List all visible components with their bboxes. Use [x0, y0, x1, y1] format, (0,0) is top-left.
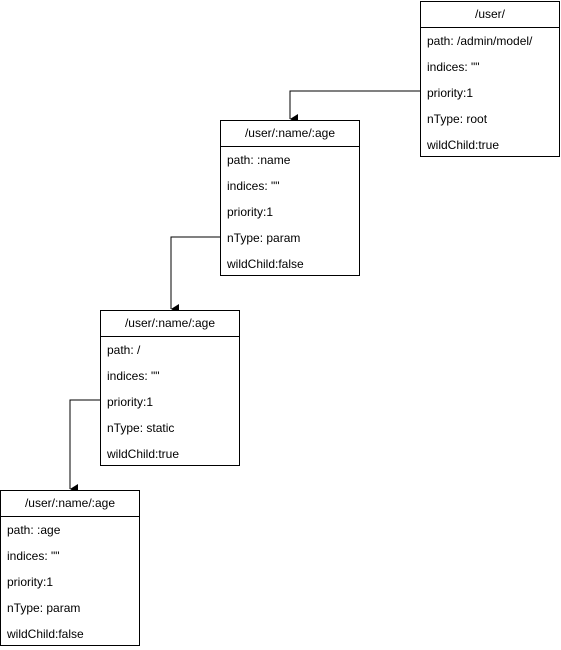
field-path: path: / [107, 343, 141, 357]
node-2[interactable]: /user/:name/:age path: :name indices: ""… [220, 120, 360, 276]
field-indices: indices: "" [7, 549, 60, 563]
field-wildchild: wildChild:false [7, 627, 84, 641]
field-ntype: nType: param [227, 231, 301, 245]
node-title: /user/ [421, 2, 559, 28]
field-path: path: :name [227, 153, 291, 167]
field-indices: indices: "" [427, 60, 480, 74]
node-title: /user/:name/:age [1, 491, 139, 517]
field-ntype: nType: static [107, 421, 175, 435]
node-title: /user/:name/:age [101, 311, 239, 337]
field-priority: priority:1 [427, 86, 474, 100]
node-3[interactable]: /user/:name/:age path: / indices: "" pri… [100, 310, 240, 466]
field-ntype: nType: param [7, 601, 81, 615]
field-wildchild: wildChild:true [107, 447, 180, 461]
field-wildchild: wildChild:true [427, 138, 500, 152]
node-1[interactable]: /user/ path: /admin/model/ indices: "" p… [420, 1, 560, 157]
field-priority: priority:1 [227, 205, 274, 219]
field-path: path: :age [7, 523, 61, 537]
field-indices: indices: "" [107, 369, 160, 383]
field-wildchild: wildChild:false [227, 257, 304, 271]
field-priority: priority:1 [7, 575, 54, 589]
edge-node-1-to-node-2 [289, 90, 420, 124]
field-ntype: nType: root [427, 112, 488, 126]
field-path: path: /admin/model/ [427, 34, 533, 48]
field-priority: priority:1 [107, 395, 154, 409]
field-indices: indices: "" [227, 179, 280, 193]
node-title: /user/:name/:age [221, 121, 359, 147]
node-4[interactable]: /user/:name/:age path: :age indices: "" … [0, 490, 140, 646]
edge-node-2-to-node-3 [170, 236, 220, 314]
edge-node-3-to-node-4 [69, 399, 100, 494]
